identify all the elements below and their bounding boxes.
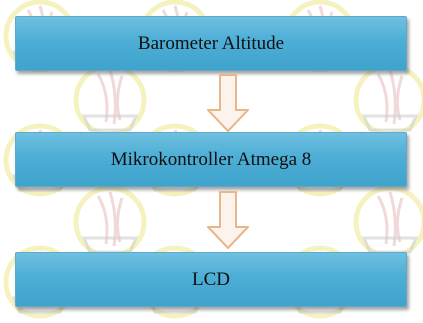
node-label: LCD bbox=[192, 268, 230, 290]
down-arrow-icon bbox=[207, 191, 249, 249]
down-arrow-icon bbox=[207, 74, 249, 132]
node-barometer-altitude: Barometer Altitude bbox=[15, 16, 407, 71]
node-label: Mikrokontroller Atmega 8 bbox=[110, 148, 312, 170]
node-label: Barometer Altitude bbox=[137, 32, 285, 54]
node-mikrokontroller-atmega-8: Mikrokontroller Atmega 8 bbox=[15, 132, 407, 187]
node-lcd: LCD bbox=[15, 252, 407, 307]
